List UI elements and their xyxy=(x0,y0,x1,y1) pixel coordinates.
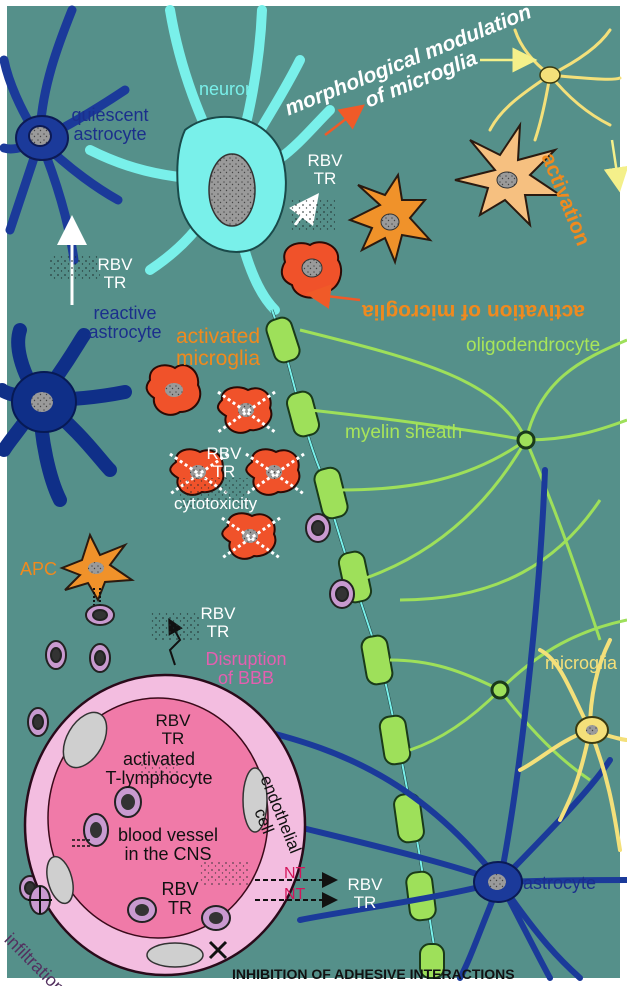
label-rbv: RBV xyxy=(160,880,200,899)
label-rbv-tr-cluster: RBV TR xyxy=(204,445,244,481)
label-tr: TR xyxy=(305,170,345,188)
label-blood-vessel-line2: in the CNS xyxy=(108,845,228,864)
label-astrocyte-right: astrocyte xyxy=(523,874,596,893)
label-microglia-right: microglia xyxy=(545,654,617,673)
label-activated-t-lymphocyte: activated T-lymphocyte xyxy=(94,750,224,788)
label-rbv: RBV xyxy=(204,445,244,463)
label-myelin-sheath: myelin sheath xyxy=(345,423,462,443)
label-activation-of-microglia: activation of microglia xyxy=(362,300,585,322)
label-activated-microglia-line1: activated xyxy=(168,326,268,348)
label-nt-2: NT xyxy=(284,887,305,904)
label-disruption-of-bbb: Disruption of BBB xyxy=(196,650,296,688)
label-reactive-line1: reactive xyxy=(70,304,180,323)
label-rbv-tr-vessel-top: RBV TR xyxy=(153,712,193,748)
label-tr: TR xyxy=(198,623,238,641)
label-rbv-tr-top: RBV TR xyxy=(305,152,345,188)
label-blood-vessel: blood vessel in the CNS xyxy=(108,826,228,864)
label-rbv-tr-left: RBV TR xyxy=(95,256,135,292)
label-disruption-line2: of BBB xyxy=(196,669,296,688)
label-disruption-line1: Disruption xyxy=(196,650,296,669)
label-nt-1: NT xyxy=(284,866,305,883)
label-activated-t-line1: activated xyxy=(94,750,224,769)
label-tr: TR xyxy=(345,894,385,912)
label-apc: APC xyxy=(20,560,57,579)
label-neuron: neuron xyxy=(199,80,255,99)
rbv-dots-bbb xyxy=(150,612,200,640)
rbv-dots-top xyxy=(290,200,335,230)
label-reactive-line2: astrocyte xyxy=(70,323,180,342)
label-rbv: RBV xyxy=(345,876,385,894)
label-blood-vessel-line1: blood vessel xyxy=(108,826,228,845)
label-rbv-tr-bottom: RBV TR xyxy=(345,876,385,912)
label-oligodendrocyte: oligodendrocyte xyxy=(466,336,600,356)
label-tr: TR xyxy=(153,730,193,748)
rbv-dots xyxy=(50,255,100,280)
label-tr: TR xyxy=(95,274,135,292)
label-rbv: RBV xyxy=(95,256,135,274)
label-inhibition-adhesive: INHIBITION OF ADHESIVE INTERACTIONS xyxy=(232,967,515,982)
label-tr: TR xyxy=(204,463,244,481)
label-rbv-tr-bbb: RBV TR xyxy=(198,605,238,641)
label-rbv: RBV xyxy=(153,712,193,730)
label-rbv: RBV xyxy=(198,605,238,623)
label-cytotoxicity: cytotoxicity xyxy=(174,495,257,513)
label-quiescent-astrocyte: quiescent astrocyte xyxy=(60,106,160,144)
label-tr: TR xyxy=(160,899,200,918)
label-quiescent-line1: quiescent xyxy=(60,106,160,125)
label-activated-t-line2: T-lymphocyte xyxy=(94,769,224,788)
label-activated-microglia: activated microglia xyxy=(168,326,268,370)
label-activated-microglia-line2: microglia xyxy=(168,348,268,370)
label-reactive-astrocyte: reactive astrocyte xyxy=(70,304,180,342)
label-quiescent-line2: astrocyte xyxy=(60,125,160,144)
label-rbv-tr-vessel-bottom: RBV TR xyxy=(160,880,200,918)
label-rbv: RBV xyxy=(305,152,345,170)
